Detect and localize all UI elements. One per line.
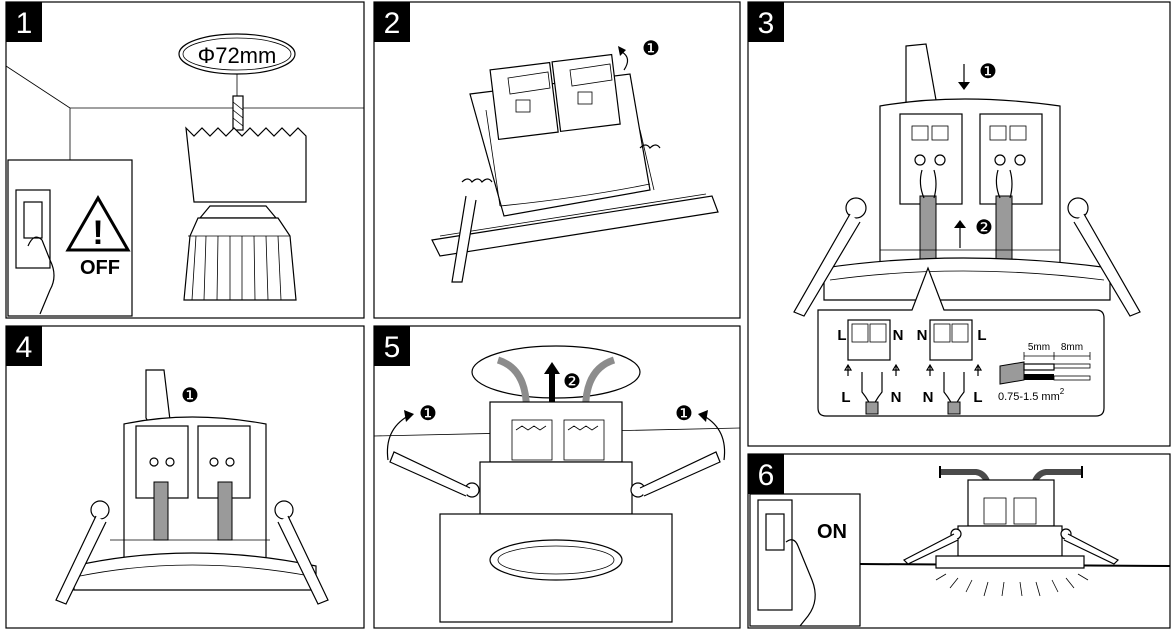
step-number-badge: [6, 2, 42, 42]
step-number-badge: [374, 326, 410, 366]
step-marker: ❶: [675, 403, 693, 425]
step-number: 1: [16, 7, 33, 40]
rotate-arrow-icon: [386, 415, 409, 461]
terminal-label: L: [837, 327, 846, 344]
wire-label: L: [973, 389, 982, 406]
warning-icon: [65, 194, 131, 252]
step-number-badge: [748, 2, 784, 42]
downlight-housing: ❷: [793, 98, 1141, 317]
terminal-label: N: [893, 327, 904, 344]
rotate-arrow-icon: [703, 415, 726, 461]
step-marker: ❷: [975, 217, 993, 239]
cable-left: [919, 195, 937, 269]
hole-diameter-label: Φ72mm: [198, 43, 277, 68]
panel-1: 1 Φ72mm: [5, 1, 365, 319]
step-marker: ❶: [419, 403, 437, 425]
terminal-label: N: [917, 327, 928, 344]
step-number: 4: [16, 331, 33, 364]
switch-on-label: ON: [817, 521, 847, 543]
step-number-badge: [374, 2, 410, 42]
wiring-detail-callout: L N N L L N N L 5mm 8mm: [817, 266, 1105, 417]
light-rays-icon: [935, 573, 1089, 597]
panel-4: 4 ❶: [5, 325, 365, 629]
wire-label: N: [891, 389, 902, 406]
step-number: 3: [758, 7, 775, 40]
step-number: 5: [384, 331, 401, 364]
strip-length-label: 5mm: [1028, 342, 1050, 353]
terminal-label: L: [977, 327, 986, 344]
step-marker: ❶: [181, 385, 199, 407]
step-marker: ❶: [979, 61, 997, 83]
wire-size-label: 0.75-1.5 mm2: [998, 387, 1065, 403]
step-number-badge: [6, 326, 42, 366]
drill-bit: [232, 95, 244, 131]
drill-body: [183, 205, 297, 301]
cable-left: [153, 481, 169, 541]
step-marker: ❶: [642, 38, 660, 60]
panel-5: 5 ❷ ❶ ❶: [373, 325, 741, 629]
panel-3: 3 ❶ ❷: [747, 1, 1171, 447]
svg-text:!: !: [92, 214, 103, 252]
lamp-opening: [489, 539, 623, 581]
tilted-downlight: [431, 53, 719, 283]
panel-2: 2 ❶: [373, 1, 741, 319]
stripped-wire: [999, 361, 1025, 385]
downlight-housing: [389, 401, 721, 623]
rotate-arrow-icon: [621, 51, 629, 71]
warning-label: OFF: [80, 257, 120, 279]
terminal-block-left: [847, 319, 891, 361]
step-number: 6: [758, 459, 775, 492]
strip-length-label: 8mm: [1061, 342, 1083, 353]
hole-saw: [185, 126, 307, 203]
step-number: 2: [384, 7, 401, 40]
panel-6: 6 ON: [747, 453, 1171, 629]
installed-downlight: [902, 479, 1120, 569]
wire-label: N: [923, 389, 934, 406]
step-number-badge: [748, 454, 784, 494]
step-marker: ❷: [563, 371, 581, 393]
downlight-housing: [55, 416, 329, 605]
terminal-block-right: [929, 319, 973, 361]
wire-label: L: [841, 389, 850, 406]
cable-right: [217, 481, 233, 541]
cable-right: [995, 195, 1013, 269]
